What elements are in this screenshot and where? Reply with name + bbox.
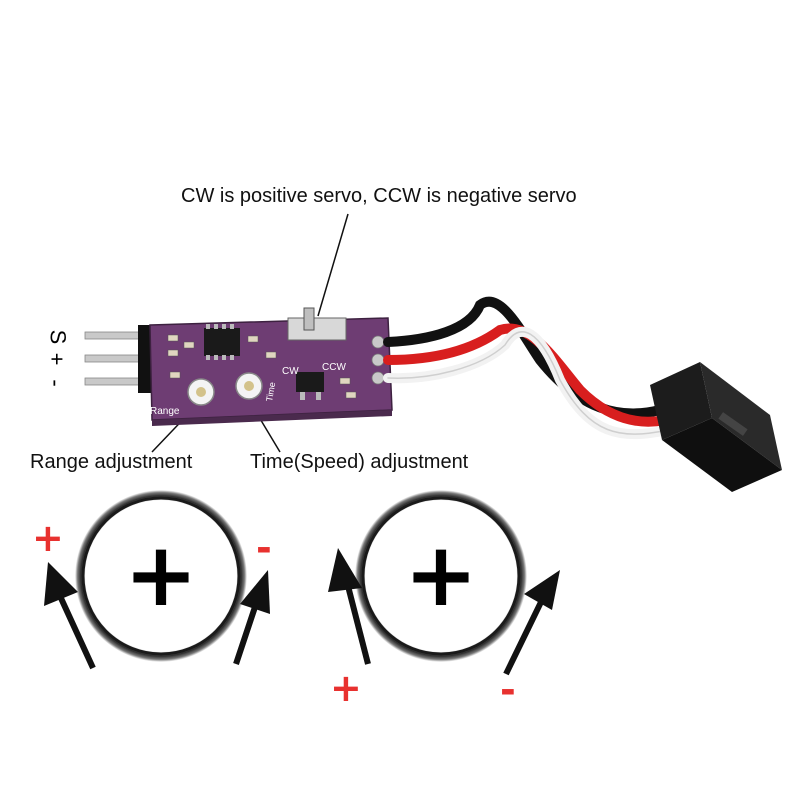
silk-cw: CW (282, 366, 299, 377)
left-dial-minus-sign: - (256, 526, 272, 570)
time-adjustment-caption: Time(Speed) adjustment (250, 451, 469, 473)
right-dial-plus-sign: + (330, 666, 362, 710)
right-dial-center-symbol: + (404, 523, 478, 626)
range-adjustment-caption: Range adjustment (30, 451, 193, 473)
header-pins (84, 325, 160, 393)
silk-ccw: CCW (322, 362, 346, 373)
right-dial-minus-sign: - (500, 668, 516, 712)
left-dial-center-symbol: + (124, 523, 198, 626)
switch-caption: CW is positive servo, CCW is negative se… (181, 185, 577, 207)
servo-cable (383, 296, 673, 440)
servo-connector (650, 362, 782, 492)
arrow-left-plus (44, 562, 96, 670)
pin-labels: S + - (38, 320, 78, 400)
right-dial (355, 490, 527, 662)
left-dial (75, 490, 247, 662)
silk-range: Range (150, 406, 180, 417)
silk-time: Time (264, 381, 277, 402)
arrow-right-minus (503, 570, 560, 676)
pin-label-positive: + (44, 352, 70, 366)
arrow-left-minus (233, 570, 270, 665)
left-dial-plus-sign: + (32, 516, 64, 560)
switch-callout-line (317, 213, 349, 317)
arrow-right-plus (328, 548, 371, 665)
pin-label-signal: S (45, 329, 71, 345)
pin-label-negative: - (43, 379, 69, 387)
pcb-board: CW CCW Range Time (149, 307, 393, 426)
